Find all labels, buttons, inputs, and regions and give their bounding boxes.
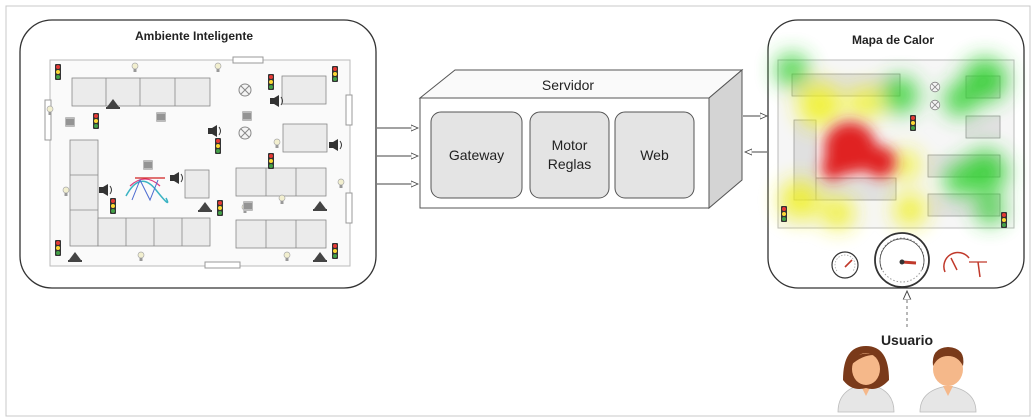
module-label: Web <box>640 147 669 163</box>
web-flow-arrows <box>743 116 767 152</box>
window <box>232 56 264 64</box>
window <box>44 99 52 141</box>
gauge-icon <box>831 251 859 279</box>
room-blocks <box>69 75 328 249</box>
window <box>204 261 241 269</box>
server-module-gateway: Gateway <box>430 111 523 199</box>
heatmap-title: Mapa de Calor <box>852 33 934 47</box>
female-user-icon <box>837 346 895 413</box>
user-group: Usuario <box>837 332 977 413</box>
window <box>345 192 353 224</box>
server-module-web: Web <box>614 111 695 199</box>
module-label: Gateway <box>449 147 504 163</box>
gauge-icon <box>943 251 970 273</box>
gauge-icon <box>874 232 930 288</box>
heatmap-panel: Mapa de Calor <box>767 19 1025 289</box>
floor-plan <box>44 56 353 269</box>
heat-overlay <box>776 54 1007 229</box>
data-flow-arrows <box>377 128 418 184</box>
male-user-icon <box>919 347 977 413</box>
dashboard-gauges <box>831 232 987 288</box>
user-label: Usuario <box>881 332 933 348</box>
server-module-rules-engine: Motor Reglas <box>529 111 610 199</box>
module-label: Reglas <box>548 156 592 172</box>
module-label: Motor <box>552 137 588 153</box>
smart-environment-panel: Ambiente Inteligente <box>19 19 377 289</box>
server-title: Servidor <box>542 77 594 93</box>
window <box>345 94 353 126</box>
outer-frame <box>5 5 1031 417</box>
robot-path <box>125 177 169 204</box>
gauge-icon <box>969 261 987 278</box>
server-box: Servidor Gateway Motor Reglas Web <box>418 68 744 210</box>
smart-environment-title: Ambiente Inteligente <box>135 29 253 43</box>
